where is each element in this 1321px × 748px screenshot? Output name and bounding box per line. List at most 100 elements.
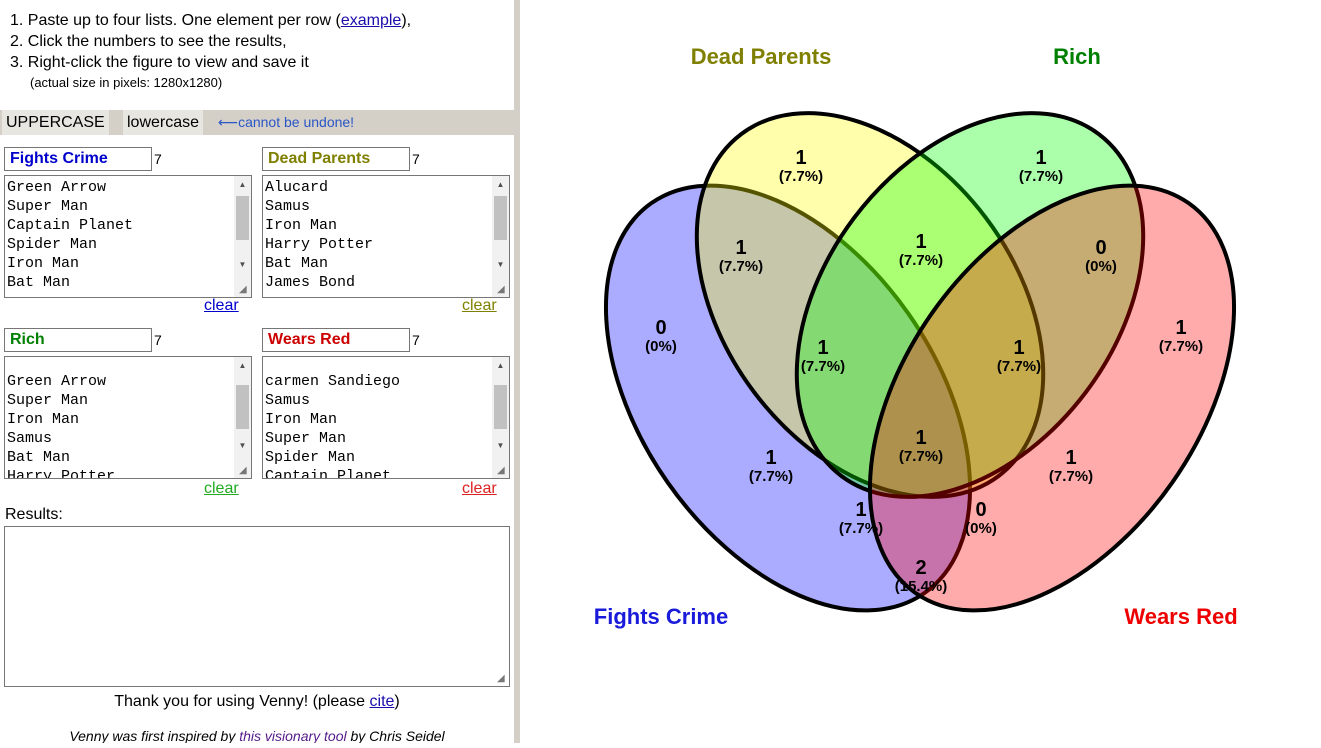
resize-grip-icon[interactable]: ◢	[497, 673, 505, 684]
region-count[interactable]: 0	[975, 499, 986, 521]
region-count[interactable]: 1	[1175, 317, 1186, 339]
uppercase-button[interactable]: UPPERCASE	[2, 110, 109, 135]
region-fights-crime-dead-parents[interactable]: 1(7.7%)	[719, 237, 763, 275]
region-dead-parents-rich[interactable]: 1(7.7%)	[899, 231, 943, 269]
results-label: Results:	[5, 506, 63, 523]
list-textarea[interactable]: carmen Sandiego Samus Iron Man Super Man…	[262, 356, 510, 479]
region-fights-crime-rich-wears-red[interactable]: 1(7.7%)	[839, 499, 883, 537]
region-percent[interactable]: (7.7%)	[899, 448, 943, 465]
venn-panel[interactable]: Dead Parents Rich Fights Crime Wears Red…	[520, 0, 1321, 743]
region-percent[interactable]: (0%)	[1085, 258, 1117, 275]
region-fights-crime-dead-parents-wears-red[interactable]: 0(0%)	[965, 499, 997, 537]
region-dead-parents-rich-wears-red[interactable]: 1(7.7%)	[997, 337, 1041, 375]
example-link[interactable]: example	[340, 12, 402, 29]
region-count[interactable]: 1	[915, 231, 926, 253]
panel-divider[interactable]	[514, 0, 520, 743]
list-name-input[interactable]: Fights Crime	[4, 147, 152, 171]
scrollbar[interactable]: ▲ ▼	[234, 176, 251, 297]
visionary-tool-link[interactable]: this visionary tool	[239, 728, 347, 743]
list-textarea[interactable]: Green Arrow Super Man Iron Man Samus Bat…	[4, 356, 252, 479]
region-count[interactable]: 0	[655, 317, 666, 339]
scrollbar[interactable]: ▲ ▼	[492, 357, 509, 478]
scroll-up-icon[interactable]: ▲	[238, 180, 247, 189]
clear-link[interactable]: clear	[462, 297, 497, 314]
scroll-thumb[interactable]	[494, 385, 507, 429]
clear-link[interactable]: clear	[204, 480, 239, 497]
region-percent[interactable]: (7.7%)	[801, 358, 845, 375]
clear-link[interactable]: clear	[204, 297, 239, 314]
resize-grip-icon[interactable]: ◢	[239, 284, 247, 295]
region-count[interactable]: 1	[1013, 337, 1024, 359]
clear-link[interactable]: clear	[462, 480, 497, 497]
region-fights-crime-dead-parents-rich[interactable]: 1(7.7%)	[801, 337, 845, 375]
region-percent[interactable]: (7.7%)	[749, 468, 793, 485]
region-fights-crime-only[interactable]: 0(0%)	[645, 317, 677, 355]
region-count[interactable]: 1	[1035, 147, 1046, 169]
region-wears-red-only[interactable]: 1(7.7%)	[1159, 317, 1203, 355]
set-label-fights-crime: Fights Crime	[594, 604, 728, 629]
scroll-down-icon[interactable]: ▼	[496, 260, 505, 269]
region-count[interactable]: 1	[795, 147, 806, 169]
resize-grip-icon[interactable]: ◢	[497, 465, 505, 476]
resize-grip-icon[interactable]: ◢	[497, 284, 505, 295]
region-count[interactable]: 1	[765, 447, 776, 469]
set-label-wears-red: Wears Red	[1124, 604, 1237, 629]
list-fights-crime: Fights Crime 7 Green Arrow Super Man Cap…	[4, 147, 254, 317]
region-percent[interactable]: (7.7%)	[1159, 338, 1203, 355]
credit-suffix: by Chris Seidel	[346, 728, 445, 743]
region-percent[interactable]: (7.7%)	[719, 258, 763, 275]
region-count[interactable]: 2	[915, 557, 926, 579]
region-dead-parents-wears-red[interactable]: 1(7.7%)	[1049, 447, 1093, 485]
list-name-input[interactable]: Rich	[4, 328, 152, 352]
region-rich-only[interactable]: 1(7.7%)	[1019, 147, 1063, 185]
scroll-down-icon[interactable]: ▼	[238, 441, 247, 450]
list-textarea[interactable]: Alucard Samus Iron Man Harry Potter Bat …	[262, 175, 510, 298]
list-name-input[interactable]: Dead Parents	[262, 147, 410, 171]
region-count[interactable]: 1	[735, 237, 746, 259]
region-count[interactable]: 0	[1095, 237, 1106, 259]
region-count[interactable]: 1	[1065, 447, 1076, 469]
list-count: 7	[154, 151, 162, 167]
region-count[interactable]: 1	[817, 337, 828, 359]
region-percent[interactable]: (7.7%)	[1049, 468, 1093, 485]
region-percent[interactable]: (7.7%)	[997, 358, 1041, 375]
list-textarea[interactable]: Green Arrow Super Man Captain Planet Spi…	[4, 175, 252, 298]
list-name-input[interactable]: Wears Red	[262, 328, 410, 352]
scroll-up-icon[interactable]: ▲	[496, 361, 505, 370]
venn-diagram[interactable]: Dead Parents Rich Fights Crime Wears Red…	[520, 0, 1321, 743]
region-fights-crime-rich[interactable]: 1(7.7%)	[749, 447, 793, 485]
set-label-rich: Rich	[1053, 44, 1101, 69]
cannot-undo-note: ⟵cannot be undone!	[218, 114, 355, 130]
region-percent[interactable]: (15.4%)	[895, 578, 948, 595]
scroll-thumb[interactable]	[494, 196, 507, 240]
scroll-thumb[interactable]	[236, 385, 249, 429]
region-percent[interactable]: (0%)	[645, 338, 677, 355]
list-count: 7	[154, 332, 162, 348]
region-all-four[interactable]: 1(7.7%)	[899, 427, 943, 465]
list-dead-parents: Dead Parents 7 Alucard Samus Iron Man Ha…	[262, 147, 512, 317]
region-percent[interactable]: (7.7%)	[899, 252, 943, 269]
scroll-down-icon[interactable]: ▼	[238, 260, 247, 269]
region-percent[interactable]: (7.7%)	[839, 520, 883, 537]
scrollbar[interactable]: ▲ ▼	[234, 357, 251, 478]
region-rich-wears-red[interactable]: 0(0%)	[1085, 237, 1117, 275]
region-count[interactable]: 1	[915, 427, 926, 449]
ellipse-rich	[794, 111, 1146, 499]
region-percent[interactable]: (7.7%)	[1019, 168, 1063, 185]
region-labels[interactable]: 1(7.7%)1(7.7%)1(7.7%)1(7.7%)0(0%)0(0%)1(…	[645, 147, 1203, 595]
lowercase-button[interactable]: lowercase	[123, 110, 204, 135]
scroll-down-icon[interactable]: ▼	[496, 441, 505, 450]
region-count[interactable]: 1	[855, 499, 866, 521]
region-percent[interactable]: (7.7%)	[779, 168, 823, 185]
scroll-thumb[interactable]	[236, 196, 249, 240]
scroll-up-icon[interactable]: ▲	[238, 361, 247, 370]
list-count: 7	[412, 332, 420, 348]
region-fights-crime-wears-red[interactable]: 2(15.4%)	[895, 557, 948, 595]
cite-link[interactable]: cite	[369, 693, 395, 710]
scrollbar[interactable]: ▲ ▼	[492, 176, 509, 297]
results-textarea[interactable]: ◢	[4, 526, 510, 687]
region-percent[interactable]: (0%)	[965, 520, 997, 537]
scroll-up-icon[interactable]: ▲	[496, 180, 505, 189]
resize-grip-icon[interactable]: ◢	[239, 465, 247, 476]
region-dead-parents-only[interactable]: 1(7.7%)	[779, 147, 823, 185]
